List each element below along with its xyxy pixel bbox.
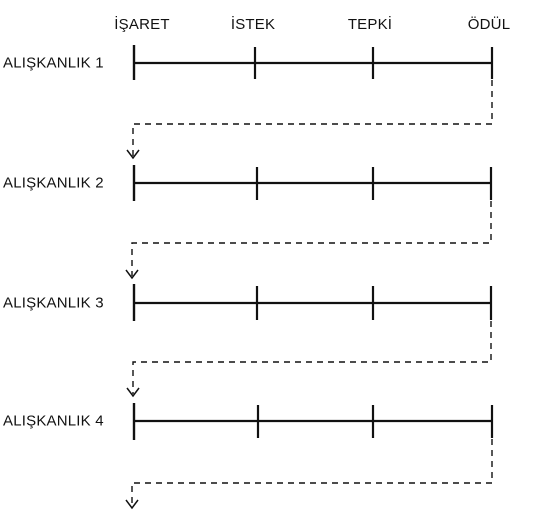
stage-header-reward: ÖDÜL [467,16,511,33]
stage-header-response: TEPKİ [347,16,393,33]
habit-timeline-1 [132,45,494,80]
connector-3-to-4 [132,321,492,394]
habit-timeline-2 [132,165,493,201]
habit-label-3: ALIŞKANLIK 3 [3,294,104,312]
connector-4-to-next [131,439,493,506]
stage-header-craving: İSTEK [230,16,276,33]
habit-timeline-4 [132,403,494,440]
connector-2-to-3 [131,201,492,276]
down-arrow-icon [126,149,140,160]
connector-1-to-2 [132,80,493,156]
habit-label-1: ALIŞKANLIK 1 [3,54,104,72]
habit-timeline-3 [132,284,493,321]
habit-label-2: ALIŞKANLIK 2 [3,174,104,192]
stage-header-cue: İŞARET [114,16,170,33]
down-arrow-icon [125,269,139,280]
down-arrow-icon [125,499,139,510]
down-arrow-icon [126,387,140,398]
habit-label-4: ALIŞKANLIK 4 [3,412,104,430]
